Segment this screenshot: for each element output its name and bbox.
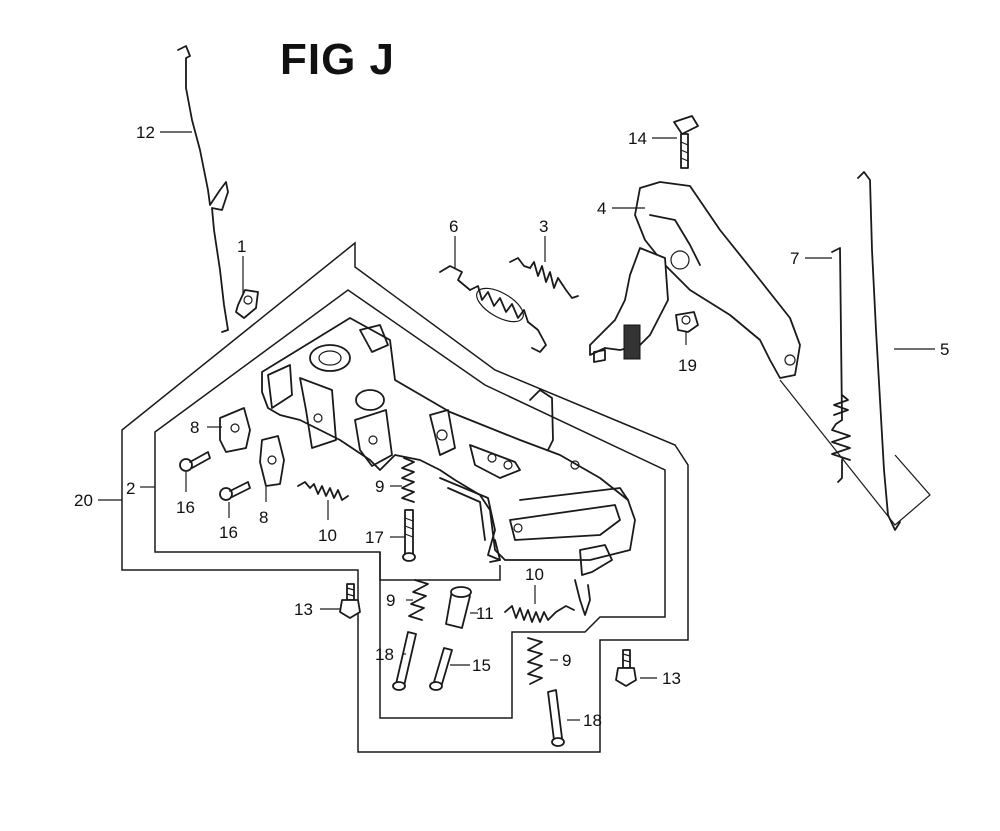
callout-10b: 10: [525, 565, 544, 584]
callout-5: 5: [940, 340, 949, 359]
clamp-screw-upper: [179, 451, 211, 472]
governor-spring-short: [509, 257, 579, 299]
return-spring-left: [297, 481, 349, 501]
callout-4: 4: [597, 199, 606, 218]
callout-17: 17: [365, 528, 384, 547]
callout-labels: 1 2 3 4 5 6 7 8 8 9 9 9 10 10 11 12 13 1…: [74, 123, 949, 730]
callout-8a: 8: [190, 418, 199, 437]
compression-spring-lower: [527, 637, 543, 685]
lever-nut: [675, 311, 699, 333]
assembly-outline-20: [121, 241, 689, 753]
leader-lines: [98, 131, 935, 721]
compression-spring-middle: [408, 579, 429, 621]
callout-7: 7: [790, 249, 799, 268]
callout-16a: 16: [176, 498, 195, 517]
callout-2: 2: [126, 479, 135, 498]
callout-10a: 10: [318, 526, 337, 545]
rod-clip: [235, 289, 259, 319]
callout-11: 11: [476, 604, 494, 623]
figure-title: FIG J: [280, 35, 396, 84]
adjusting-screw-left: [392, 631, 417, 691]
control-base-bracket: [261, 317, 636, 616]
adjusting-screw-right: [547, 689, 565, 747]
cable-clamp-lower: [259, 435, 285, 487]
assembly-outline-inner: [379, 552, 501, 581]
callout-9c: 9: [562, 651, 571, 670]
clamp-screw-lower: [219, 481, 251, 501]
callout-13a: 13: [294, 600, 313, 619]
choke-rod-spring: [831, 247, 851, 483]
spring-bolt: [402, 509, 416, 562]
flange-bolt-right: [615, 649, 637, 687]
callout-16b: 16: [219, 523, 238, 542]
callout-18a: 18: [375, 645, 394, 664]
callout-13b: 13: [662, 669, 681, 688]
stop-screw: [429, 647, 453, 691]
control-lever: [589, 181, 801, 379]
callout-3: 3: [539, 217, 548, 236]
callout-8b: 8: [259, 508, 268, 527]
compression-spring-upper: [401, 457, 415, 503]
spring-collar: [445, 586, 472, 629]
callout-1: 1: [237, 237, 246, 256]
callout-18b: 18: [583, 711, 602, 730]
throttle-rod: [177, 45, 229, 333]
callout-9a: 9: [375, 477, 384, 496]
choke-rod-long: [857, 171, 901, 531]
callout-15: 15: [472, 656, 491, 675]
callout-12: 12: [136, 123, 155, 142]
callout-19: 19: [678, 356, 697, 375]
callout-9b: 9: [386, 591, 395, 610]
callout-14: 14: [628, 129, 647, 148]
return-spring-right: [504, 605, 575, 623]
callout-20: 20: [74, 491, 93, 510]
flange-bolt-left: [339, 583, 361, 619]
lever-bolt: [673, 115, 699, 169]
cable-clamp-upper: [219, 407, 251, 453]
callout-6: 6: [449, 217, 458, 236]
governor-spring-long: [439, 265, 547, 353]
